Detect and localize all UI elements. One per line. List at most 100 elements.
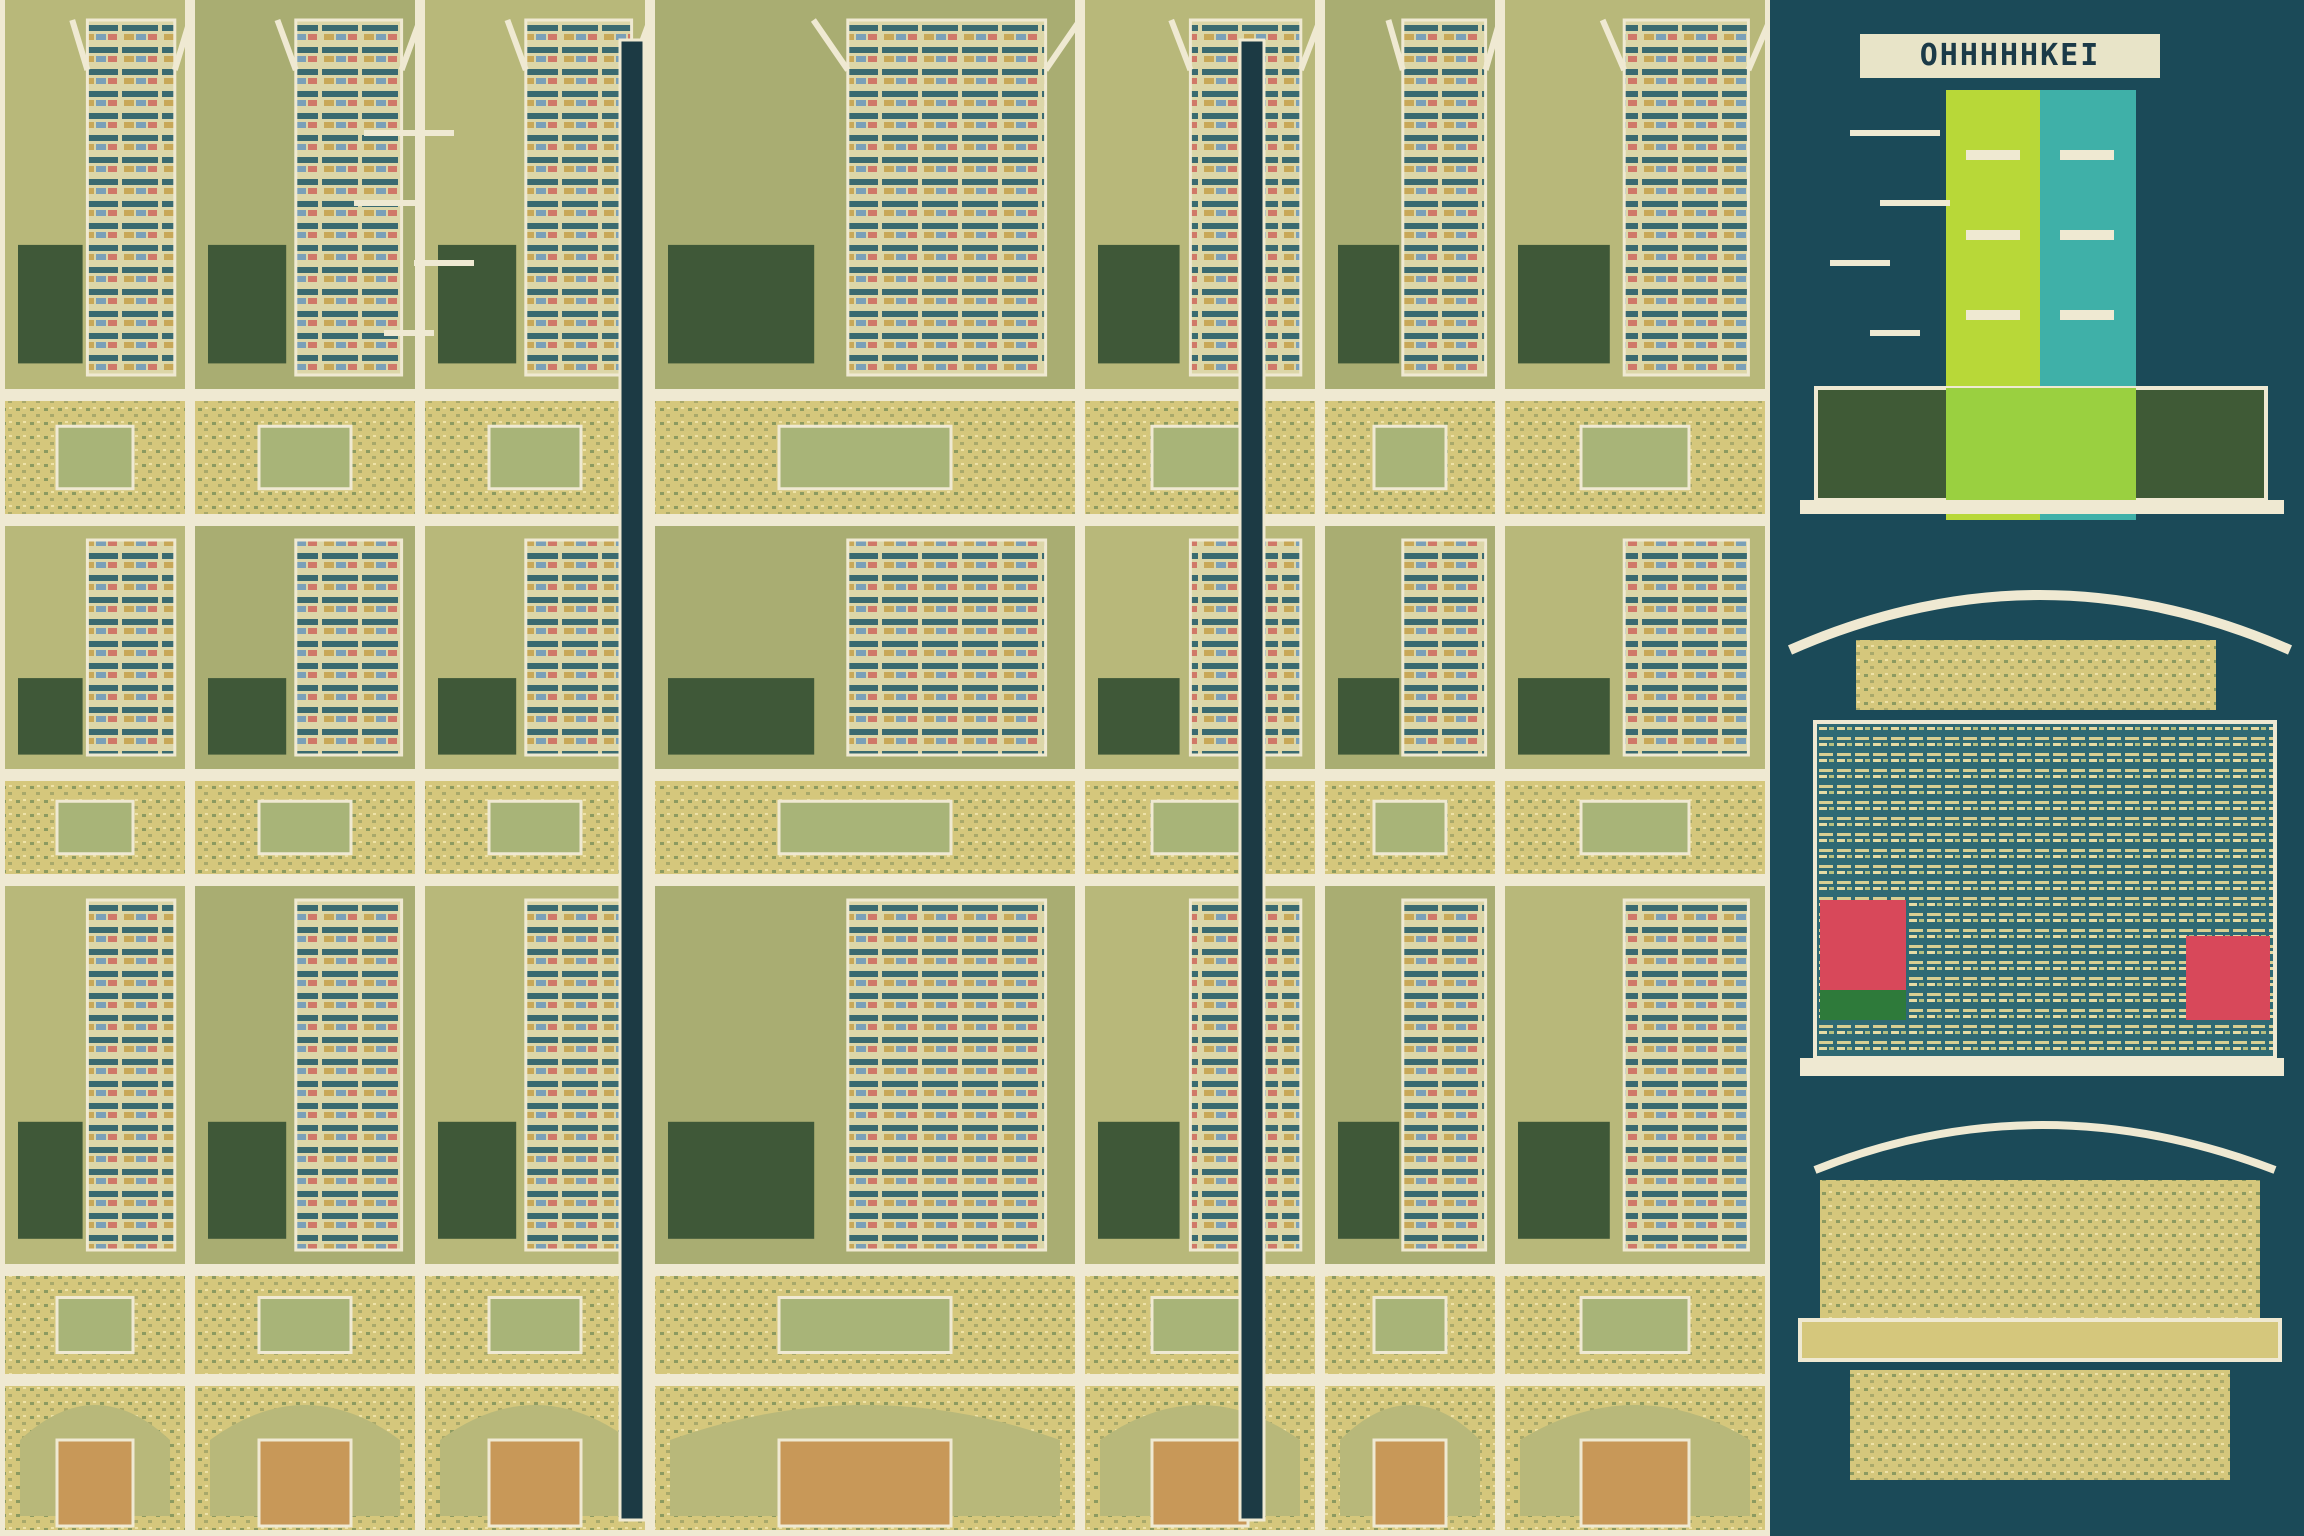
vertical-pillar [0, 0, 5, 1536]
dark-window [1338, 244, 1400, 364]
door-block [257, 1438, 353, 1528]
bottom-chip [1798, 1121, 2282, 1480]
vertical-pillar [1075, 0, 1085, 1536]
dark-window [1518, 244, 1610, 364]
dark-window [1338, 678, 1400, 755]
dark-pillar [618, 38, 646, 1522]
vertical-pillar [415, 0, 425, 1536]
rack-unit [524, 898, 634, 1252]
dark-window [1098, 678, 1180, 755]
chip-bar [2060, 150, 2114, 160]
tick-left [1830, 260, 1890, 266]
frame-lines [0, 0, 1775, 1536]
label-plate [487, 799, 583, 856]
label-plate [1579, 424, 1691, 491]
dark-pillar [1238, 38, 1266, 1522]
chip-bar [1966, 150, 2020, 160]
dark-window [1518, 678, 1610, 755]
top-chip [354, 90, 2284, 520]
dark-window [18, 244, 83, 364]
tick-left [1880, 200, 1950, 206]
door-block [487, 1438, 583, 1528]
dark-window [18, 678, 83, 755]
vertical-pillar [185, 0, 195, 1536]
label-plate [487, 424, 583, 491]
rack-unit [1401, 18, 1488, 377]
door-block [1150, 1438, 1250, 1528]
label-plate [1372, 424, 1448, 491]
tick-left [1870, 330, 1920, 336]
rack-unit [1622, 898, 1750, 1252]
label-plate [1372, 1296, 1448, 1354]
label-plate [257, 424, 353, 491]
dark-window [668, 1121, 815, 1239]
label-plate [257, 799, 353, 856]
horizontal-beam [0, 1264, 1770, 1276]
rack-unit [846, 18, 1048, 377]
rack-unit [846, 538, 1048, 757]
label-plate [1579, 1296, 1691, 1354]
horizontal-beam [0, 514, 1770, 526]
dark-window [668, 244, 815, 364]
dark-window [1098, 244, 1180, 364]
door-block [1372, 1438, 1448, 1528]
vertical-pillar [1315, 0, 1325, 1536]
horizontal-beam [0, 389, 1770, 401]
label-plate [1579, 799, 1691, 856]
label-plate [1150, 424, 1250, 491]
rack-unit [294, 18, 404, 377]
door-block [777, 1438, 953, 1528]
rack-unit [1622, 18, 1750, 377]
dark-window [208, 1121, 287, 1239]
dark-window [18, 1121, 83, 1239]
tick-right [364, 130, 454, 136]
rack-unit [1401, 538, 1488, 757]
rack-unit [524, 18, 634, 377]
door-block [1579, 1438, 1691, 1528]
label-plate [777, 1296, 953, 1354]
rack-unit [294, 898, 404, 1252]
dark-window [438, 678, 517, 755]
rack-unit [85, 898, 177, 1252]
tick-left [1850, 130, 1940, 136]
rack-unit [85, 18, 177, 377]
dark-window [438, 1121, 517, 1239]
label-plate [55, 1296, 135, 1354]
chip-bar [1966, 310, 2020, 320]
rack-unit [85, 538, 177, 757]
tick-right [354, 200, 424, 206]
chip-bar [2060, 310, 2114, 320]
rack-unit [846, 898, 1048, 1252]
dark-window [1098, 1121, 1180, 1239]
rack-unit [294, 538, 404, 757]
chip-bar [2060, 230, 2114, 240]
dark-window [1338, 1121, 1400, 1239]
horizontal-beam [0, 1530, 1770, 1536]
door-block [55, 1438, 135, 1528]
cell-grid [0, 0, 1773, 1536]
label-plate [257, 1296, 353, 1354]
tick-right [384, 330, 434, 336]
middle-chip [1787, 590, 2293, 1076]
chip-title-label: OHHHHHKEI [1860, 34, 2160, 78]
label-plate [1150, 1296, 1250, 1354]
horizontal-beam [0, 874, 1770, 886]
rack-unit [524, 538, 634, 757]
horizontal-beam [0, 1374, 1770, 1386]
rack-unit [1622, 538, 1750, 757]
dark-window [668, 678, 815, 755]
dark-window [1518, 1121, 1610, 1239]
label-plate [487, 1296, 583, 1354]
label-plate [777, 424, 953, 491]
label-plate [55, 424, 135, 491]
vertical-pillar [645, 0, 655, 1536]
horizontal-beam [0, 769, 1770, 781]
rack-unit [1401, 898, 1488, 1252]
label-plate [55, 799, 135, 856]
rack-arm [810, 18, 1083, 72]
label-plate [1372, 799, 1448, 856]
tick-right [414, 260, 474, 266]
dark-window [208, 244, 287, 364]
